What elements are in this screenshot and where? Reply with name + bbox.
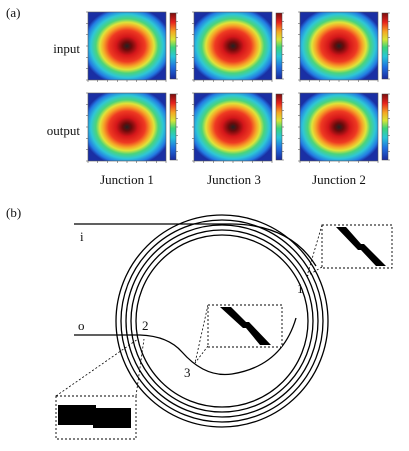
field-map-input-junction-1 <box>86 11 178 82</box>
row-label-output: output <box>47 123 81 138</box>
junction-marker-1: 1 <box>297 281 304 296</box>
zoom-inset-junction-1 <box>306 224 393 277</box>
row-label-input: input <box>53 41 80 56</box>
column-label-junction-2: Junction 2 <box>312 172 366 187</box>
field-map-input-junction-3 <box>192 11 284 82</box>
field-map-output-junction-2 <box>298 92 390 163</box>
colorbar <box>381 93 389 161</box>
zoom-inset-junction-2 <box>55 338 145 440</box>
field-map-output-junction-1 <box>86 92 178 163</box>
colorbar <box>275 12 283 80</box>
junction-marker-2: 2 <box>142 318 149 333</box>
port-label-output: o <box>78 318 85 333</box>
zoom-inset-junction-3 <box>194 304 283 364</box>
colorbar <box>381 12 389 80</box>
colorbar <box>275 93 283 161</box>
port-label-input: i <box>80 229 84 244</box>
panel-a-label: (a) <box>6 5 20 20</box>
column-label-junction-3: Junction 3 <box>207 172 261 187</box>
field-map-input-junction-2 <box>298 11 390 82</box>
panel-b-label: (b) <box>6 205 21 220</box>
colorbar <box>169 93 177 161</box>
colorbar <box>169 12 177 80</box>
ring-resonator <box>115 214 329 428</box>
column-label-junction-1: Junction 1 <box>100 172 154 187</box>
field-maps <box>86 11 390 163</box>
field-map-output-junction-3 <box>192 92 284 163</box>
junction-marker-3: 3 <box>184 365 191 380</box>
input-waveguide <box>74 223 317 267</box>
output-waveguide <box>74 317 297 376</box>
